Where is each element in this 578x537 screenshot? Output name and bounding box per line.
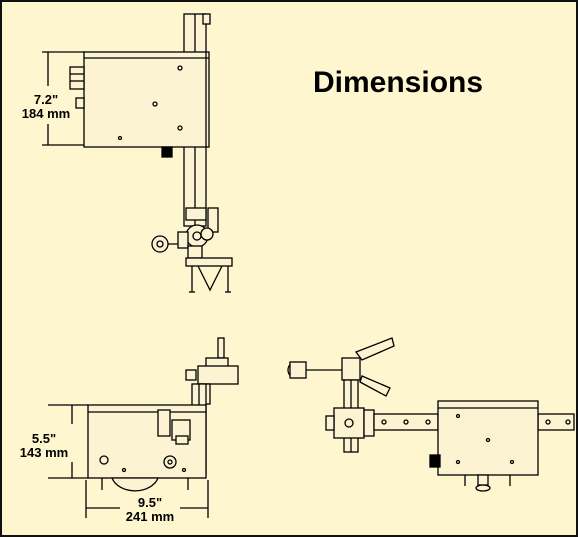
top-height-inches: 7.2" [33, 92, 59, 107]
bottom-width-inches: 9.5" [137, 495, 163, 510]
bottom-height-label: 5.5" 143 mm [0, 432, 88, 460]
bottom-width-label: 9.5" 241 mm [110, 496, 190, 524]
top-height-label: 7.2" 184 mm [2, 93, 90, 121]
top-height-mm: 184 mm [21, 106, 71, 121]
side-view-drawing [48, 337, 239, 518]
front-view-drawing [42, 13, 233, 293]
bottom-width-mm: 241 mm [125, 509, 175, 524]
rail-view-drawing [287, 337, 575, 492]
bottom-height-inches: 5.5" [31, 431, 57, 446]
page-title: Dimensions [313, 66, 484, 99]
bottom-height-mm: 143 mm [19, 445, 69, 460]
